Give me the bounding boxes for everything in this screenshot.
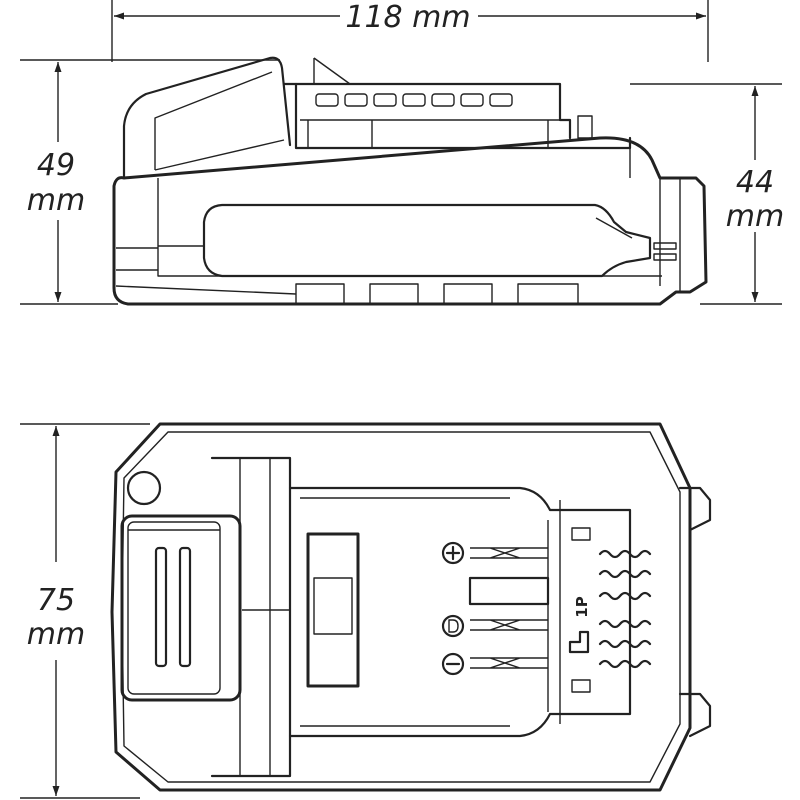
terminal-contacts bbox=[441, 520, 550, 712]
total-height-unit: mm bbox=[27, 183, 85, 218]
length-dimension: 118 mm bbox=[111, 0, 709, 62]
width-value: 75 bbox=[37, 583, 75, 618]
battery-side-outline bbox=[112, 56, 708, 306]
width-unit: mm bbox=[27, 617, 85, 652]
pack-code-label: 1P bbox=[573, 596, 591, 617]
spring-contacts bbox=[598, 549, 652, 669]
total-height-value: 49 bbox=[37, 148, 75, 183]
vent-slots bbox=[315, 93, 513, 107]
width-dimension: 75 mm bbox=[20, 423, 150, 799]
plus-terminal-icon bbox=[441, 541, 465, 565]
screw-hole bbox=[126, 470, 162, 506]
minus-terminal-icon bbox=[441, 652, 465, 676]
body-height-value: 44 bbox=[736, 165, 774, 200]
total-height-dimension: 49 mm bbox=[20, 59, 280, 305]
top-view: 75 mm bbox=[20, 422, 712, 799]
side-view: 118 mm 49 mm 44 mm bbox=[20, 0, 784, 306]
bottom-feet bbox=[115, 283, 579, 305]
body-height-dimension: 44 mm bbox=[630, 83, 784, 305]
battery-top-outline: 1P bbox=[110, 422, 712, 792]
length-label: 118 mm bbox=[345, 0, 470, 35]
data-terminal-icon bbox=[441, 614, 465, 638]
body-height-unit: mm bbox=[726, 199, 784, 234]
rail-slot bbox=[306, 532, 360, 688]
latch-button bbox=[120, 514, 242, 702]
